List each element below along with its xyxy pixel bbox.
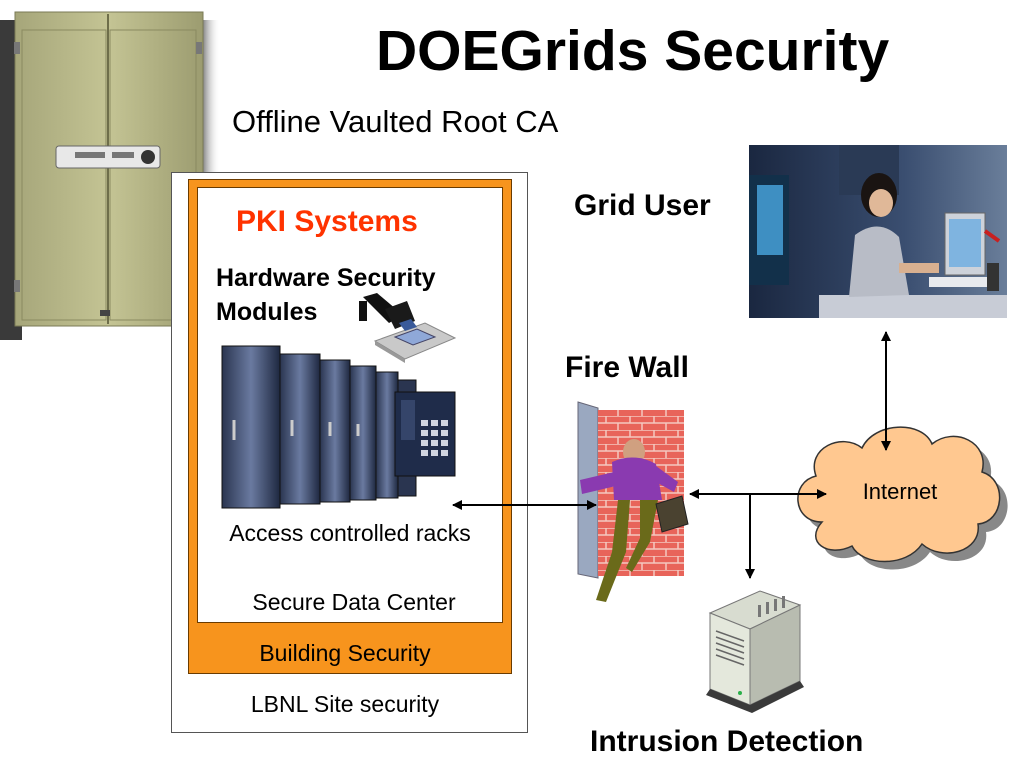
intrusion-detection-label: Intrusion Detection bbox=[590, 725, 864, 758]
server-racks-image bbox=[221, 345, 417, 509]
keypad-image bbox=[394, 391, 456, 477]
hsm-label-line2: Modules bbox=[216, 298, 318, 326]
firewall-label: Fire Wall bbox=[565, 351, 689, 384]
building-security-label: Building Security bbox=[259, 640, 431, 666]
page-title: DOEGrids Security bbox=[376, 19, 890, 83]
page-subtitle: Offline Vaulted Root CA bbox=[232, 104, 559, 139]
intrusion-detection-server-image bbox=[706, 590, 804, 713]
grid-user-label: Grid User bbox=[574, 189, 711, 222]
hsm-label-line1: Hardware Security bbox=[216, 264, 436, 292]
internet-cloud bbox=[797, 426, 1008, 570]
racks-label: Access controlled racks bbox=[229, 520, 471, 546]
internet-label: Internet bbox=[862, 479, 938, 504]
firewall-image bbox=[577, 401, 689, 602]
grid-user-photo bbox=[749, 145, 1007, 318]
data-center-label: Secure Data Center bbox=[252, 589, 456, 615]
site-security-label: LBNL Site security bbox=[250, 691, 440, 717]
pki-systems-label: PKI Systems bbox=[236, 205, 418, 238]
cloud-shape bbox=[797, 426, 1001, 563]
hsm-card-reader-image bbox=[359, 293, 457, 363]
